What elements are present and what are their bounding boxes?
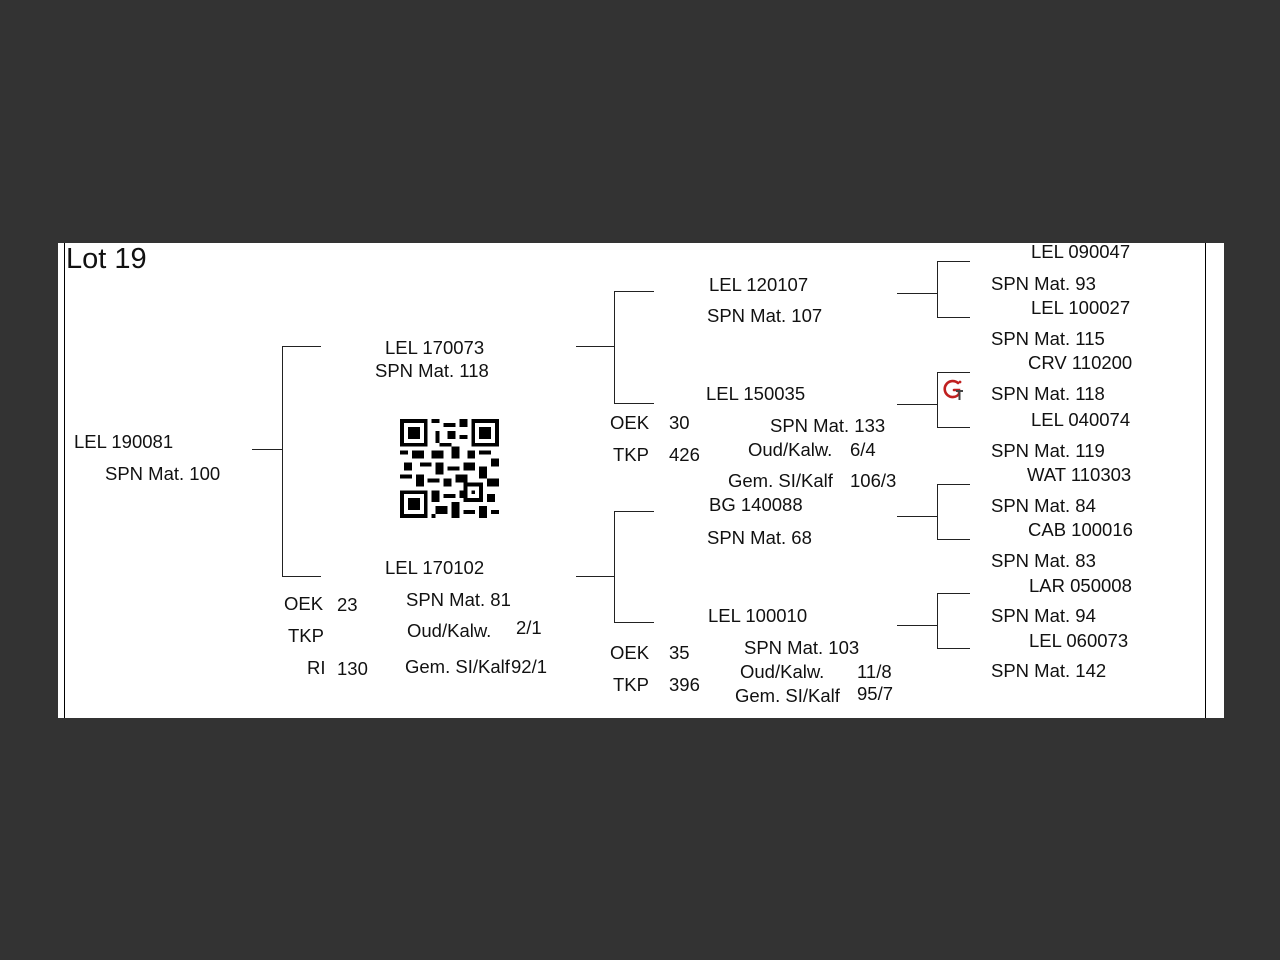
- connector: [282, 346, 283, 576]
- connector: [937, 261, 938, 317]
- animal-id: LEL 190081: [74, 431, 174, 452]
- dam-dam-spn: SPN Mat. 103: [744, 637, 860, 658]
- left-border: [64, 243, 65, 718]
- connector: [937, 593, 970, 594]
- animal-spn: SPN Mat. 100: [105, 463, 221, 484]
- dam-dam-oud-label: Oud/Kalw.: [740, 661, 825, 682]
- sire-dam-spn: SPN Mat. 133: [770, 415, 886, 436]
- sire-dam-tkp-value: 426: [669, 444, 700, 465]
- dam-oek-value: 23: [337, 594, 358, 615]
- connector: [937, 593, 938, 648]
- sd-dam-id: LEL 040074: [1031, 409, 1131, 430]
- connector: [897, 293, 937, 294]
- dd-dam-id: LEL 060073: [1029, 630, 1129, 651]
- connector: [937, 539, 970, 540]
- pedigree-sheet: Lot 19 LEL 190081 SPN Mat. 100 LEL 17007…: [58, 243, 1224, 718]
- ss-sire-id: LEL 090047: [1031, 243, 1131, 262]
- sire-dam-tkp-label: TKP: [613, 444, 649, 465]
- ds-dam-id: CAB 100016: [1028, 519, 1133, 540]
- connector: [614, 403, 654, 404]
- dd-sire-spn: SPN Mat. 94: [991, 605, 1096, 626]
- connector: [614, 291, 654, 292]
- connector: [937, 484, 938, 539]
- ss-dam-spn: SPN Mat. 115: [991, 328, 1105, 349]
- sire-dam-oud-value: 6/4: [850, 439, 876, 460]
- sire-sire-spn: SPN Mat. 107: [707, 305, 823, 326]
- connector: [937, 372, 938, 427]
- ds-sire-id: WAT 110303: [1027, 464, 1132, 485]
- connector: [252, 449, 283, 450]
- connector: [937, 261, 970, 262]
- dam-dam-gem-label: Gem. SI/Kalf: [735, 685, 840, 706]
- dam-sire-spn: SPN Mat. 68: [707, 527, 812, 548]
- ds-dam-spn: SPN Mat. 83: [991, 550, 1096, 571]
- sire-dam-gem-label: Gem. SI/Kalf: [728, 470, 833, 491]
- dam-tkp-label: TKP: [288, 625, 324, 646]
- sd-dam-spn: SPN Mat. 119: [991, 440, 1105, 461]
- dam-dam-id: LEL 100010: [708, 605, 808, 626]
- qr-code-icon: [400, 419, 499, 518]
- dam-id: LEL 170102: [385, 557, 485, 578]
- sire-dam-gem-value: 106/3: [850, 470, 897, 491]
- dam-spn: SPN Mat. 81: [406, 589, 511, 610]
- dd-sire-id: LAR 050008: [1029, 575, 1132, 596]
- connector: [576, 576, 614, 577]
- connector: [937, 648, 970, 649]
- connector: [897, 516, 937, 517]
- sire-dam-oek-label: OEK: [610, 412, 650, 433]
- connector: [614, 511, 615, 622]
- dam-gem-value: 92/1: [511, 656, 548, 677]
- dam-oek-label: OEK: [284, 593, 324, 614]
- dam-sire-id: BG 140088: [709, 494, 803, 515]
- ds-sire-spn: SPN Mat. 84: [991, 495, 1096, 516]
- dam-dam-oek-label: OEK: [610, 642, 650, 663]
- gt-logo-icon: [943, 379, 963, 400]
- connector: [937, 484, 970, 485]
- connector: [897, 625, 937, 626]
- connector: [937, 427, 970, 428]
- connector: [614, 511, 654, 512]
- connector: [937, 317, 970, 318]
- sire-dam-oud-label: Oud/Kalw.: [748, 439, 833, 460]
- lot-title: Lot 19: [66, 243, 147, 275]
- connector: [282, 576, 321, 577]
- connector: [897, 404, 937, 405]
- dam-dam-tkp-label: TKP: [613, 674, 649, 695]
- connector: [282, 346, 321, 347]
- dam-oud-label: Oud/Kalw.: [407, 620, 492, 641]
- dam-oud-value: 2/1: [516, 617, 542, 638]
- connector: [937, 372, 970, 373]
- dam-gem-label: Gem. SI/Kalf: [405, 656, 510, 677]
- sire-spn: SPN Mat. 118: [375, 360, 489, 381]
- sire-dam-id: LEL 150035: [706, 383, 806, 404]
- connector: [614, 622, 654, 623]
- ss-sire-spn: SPN Mat. 93: [991, 273, 1096, 294]
- sire-sire-id: LEL 120107: [709, 274, 809, 295]
- dam-dam-oud-value: 11/8: [857, 661, 892, 682]
- dam-dam-gem-value: 95/7: [857, 683, 894, 704]
- sd-sire-spn: SPN Mat. 118: [991, 383, 1105, 404]
- dam-ri-value: 130: [337, 658, 368, 679]
- dam-dam-oek-value: 35: [669, 642, 690, 663]
- dam-dam-tkp-value: 396: [669, 674, 700, 695]
- sd-sire-id: CRV 110200: [1028, 352, 1133, 373]
- ss-dam-id: LEL 100027: [1031, 297, 1131, 318]
- sire-dam-oek-value: 30: [669, 412, 690, 433]
- connector: [576, 346, 614, 347]
- sire-id: LEL 170073: [385, 337, 485, 358]
- connector: [614, 291, 615, 403]
- dd-dam-spn: SPN Mat. 142: [991, 660, 1107, 681]
- right-border: [1205, 243, 1206, 718]
- dam-ri-label: RI: [307, 657, 326, 678]
